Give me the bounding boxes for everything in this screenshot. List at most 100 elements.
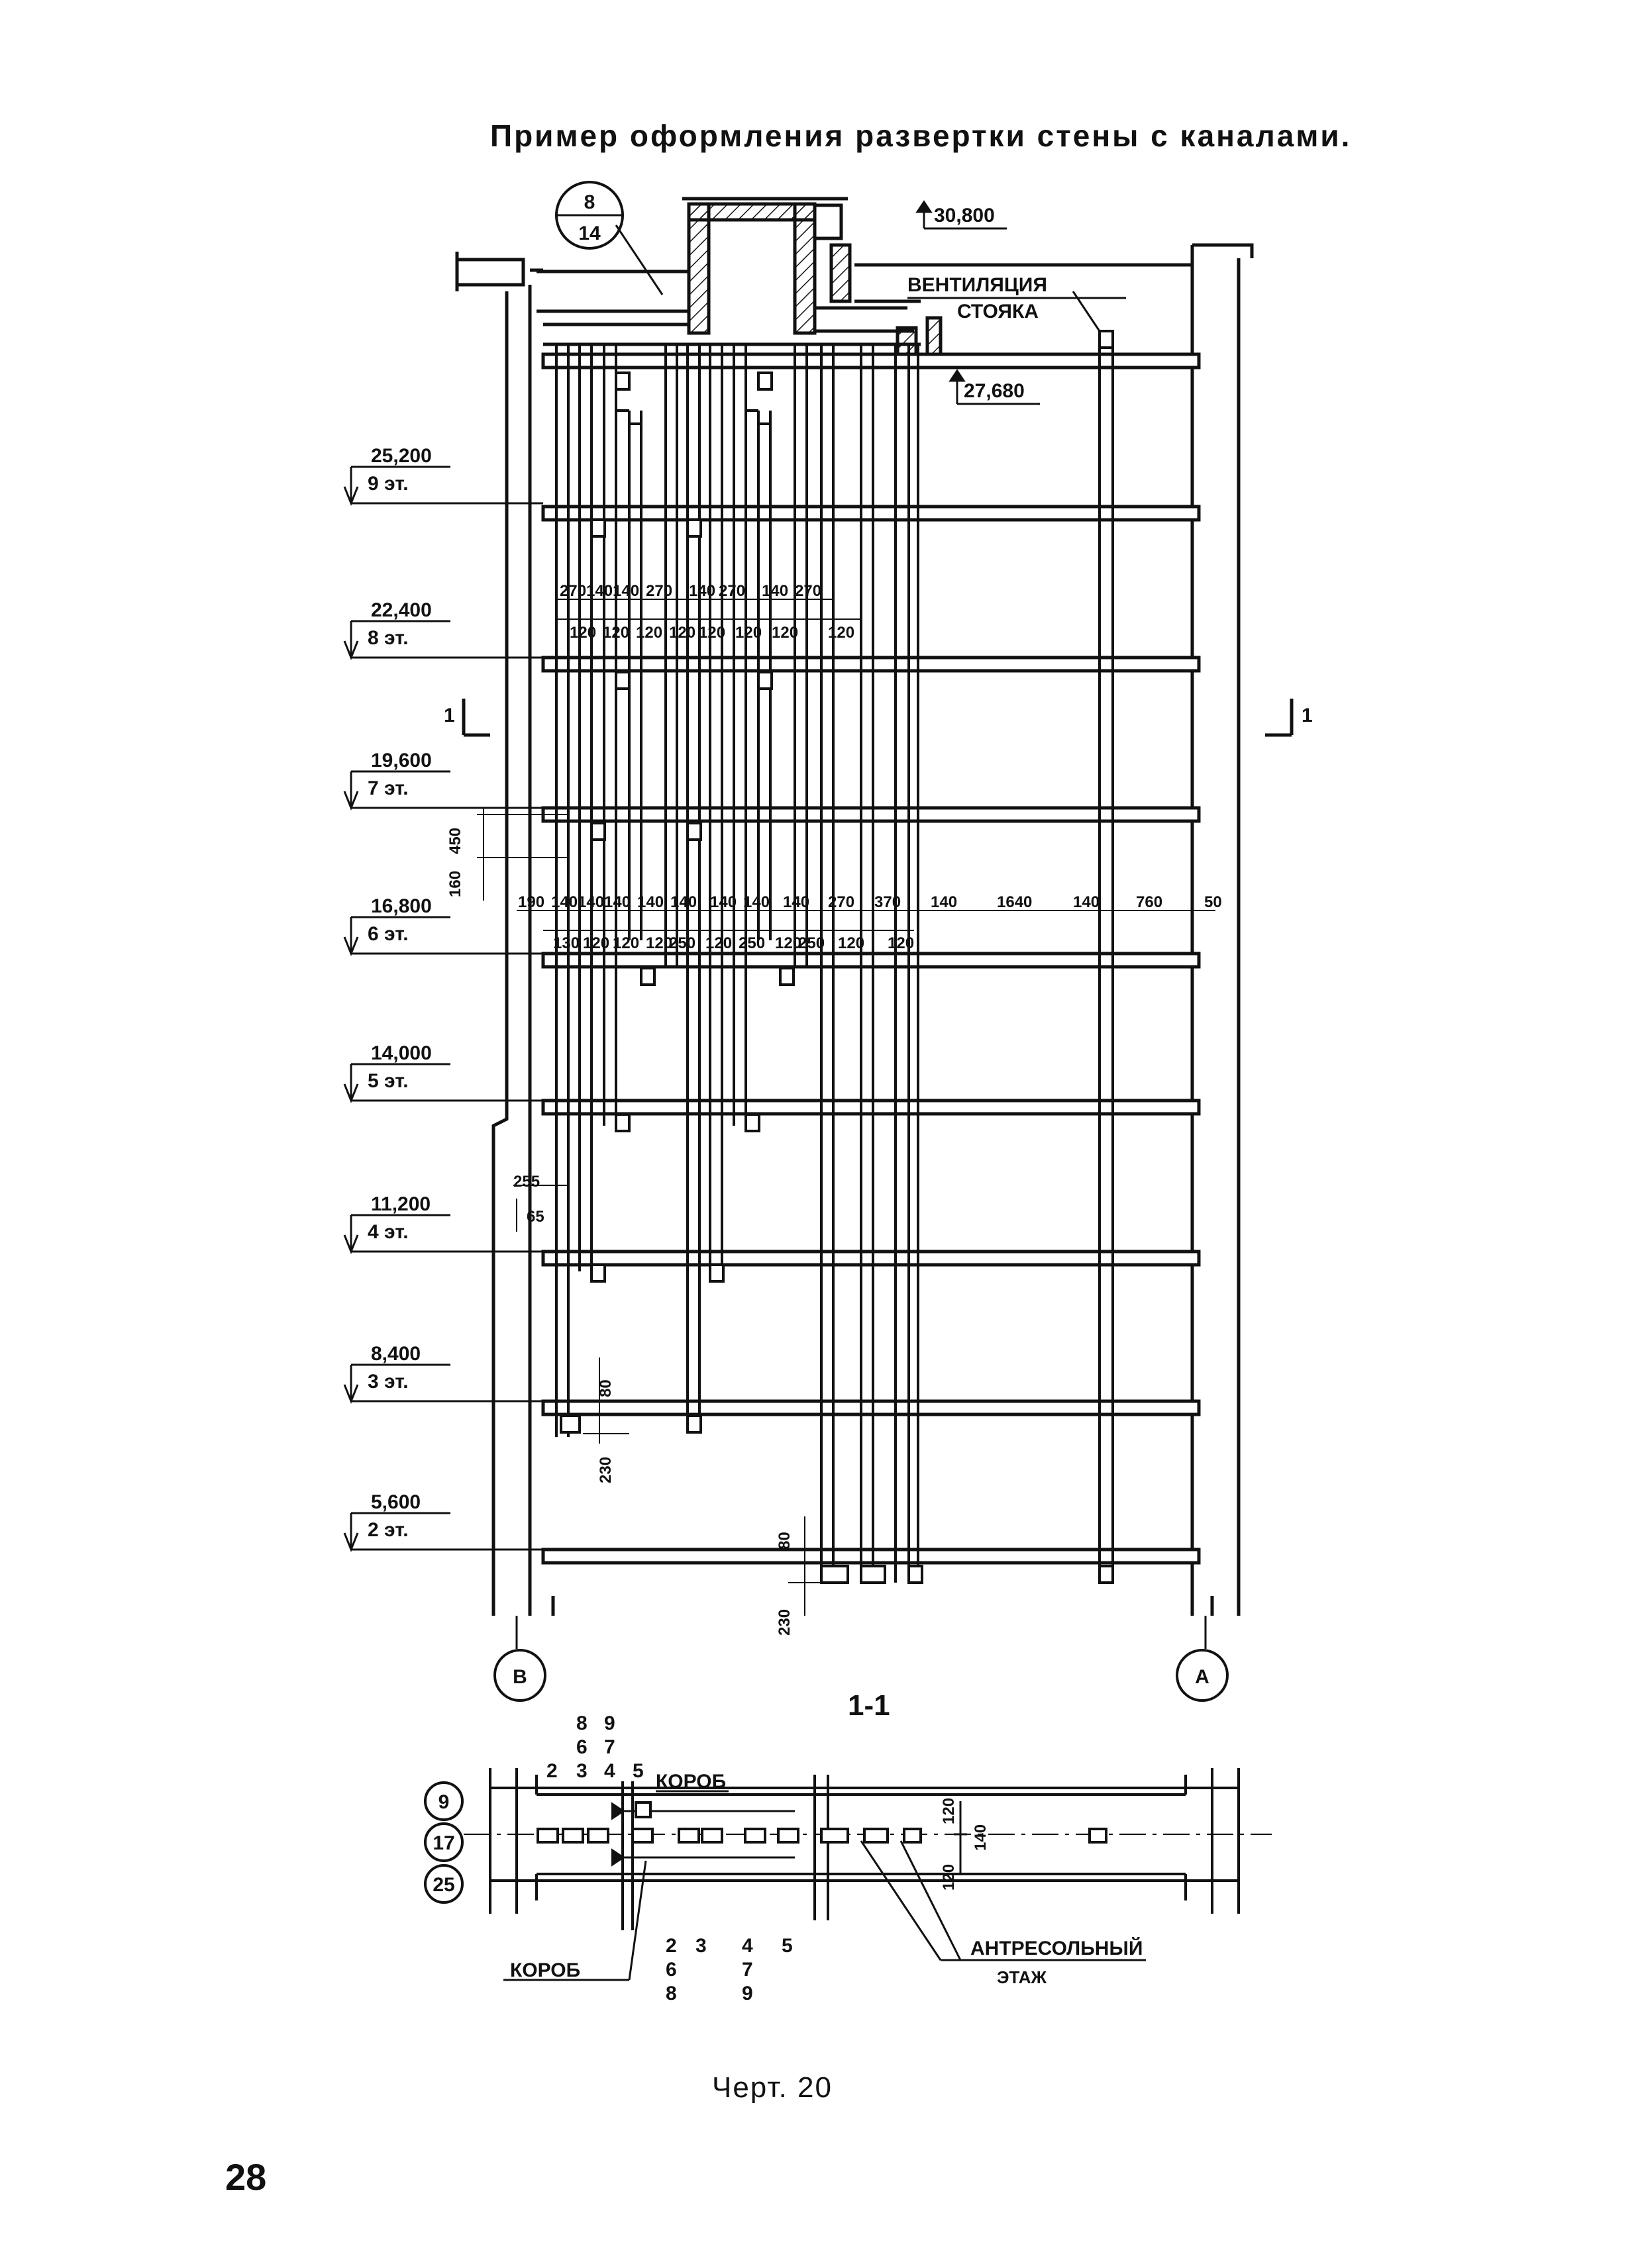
plan-num: 7 [604,1736,615,1758]
level-mark: 8,400 [371,1343,421,1365]
level-floor: 6 эт. [368,923,409,945]
dim-value: 120 [705,934,732,952]
dim-value: 120 [613,934,639,952]
mezzanine-label-1: АНТРЕСОЛЬНЫЙ [970,1937,1143,1959]
top-level-marks [907,200,1126,405]
dim-value: 140 [710,893,737,911]
dim-value: 120 [735,624,762,642]
node-callout-bottom: 14 [578,222,601,244]
level-mark-texts: 25,200 9 эт. 22,400 8 эт. 19,600 7 эт. 1… [368,445,432,1541]
plan-num: 4 [742,1935,753,1957]
dim-value: 120 [775,934,801,952]
ventilation-label-2: СТОЯКА [957,301,1039,322]
level-marks [343,466,450,1553]
dim-value: 80 [776,1532,794,1550]
figure-caption: Черт. 20 [712,2071,833,2104]
dim-value: 140 [551,893,578,911]
plan-num: 7 [742,1959,753,1981]
korob-label-bottom: КОРОБ [510,1959,580,1981]
section-mark-right: 1 [1302,705,1313,726]
dim-value: 230 [597,1457,615,1483]
dim-value: 120 [699,624,725,642]
plan-num: 3 [576,1760,588,1782]
page-number: 28 [225,2156,267,2198]
dim-value: 160 [446,871,464,897]
plan-num: 4 [604,1760,615,1782]
level-mark: 16,800 [371,895,432,917]
dim-value: 120 [669,624,695,642]
dim-value: 120 [636,624,662,642]
dim-value: 270 [646,582,672,600]
dim-value: 255 [513,1173,540,1191]
channel-inlets [560,330,1114,1584]
dim-value: 140 [578,893,604,911]
dims-mid-bottom: 130 120 120 120 250 120 250 120 250 120 … [553,934,914,952]
dim-value: 130 [553,934,580,952]
dim-value: 140 [972,1824,990,1851]
dim-value: 140 [743,893,770,911]
dim-value: 140 [762,582,788,600]
dim-value: 270 [828,893,854,911]
plan-channels [537,1801,1107,1867]
dim-value: 370 [874,893,901,911]
plan-num: 8 [576,1712,588,1734]
dim-value: 270 [719,582,745,600]
dim-value: 80 [597,1379,615,1397]
dims-mid-top: 190 140 140 140 140 140 140 140 140 270 … [518,893,1222,911]
level-mark: 11,200 [371,1193,431,1215]
korob-label-top: КОРОБ [656,1771,726,1793]
dim-value: 760 [1136,893,1162,911]
level-floor: 8 эт. [368,627,409,649]
dim-value: 120 [646,934,672,952]
dim-value: 140 [689,582,715,600]
level-mark: 14,000 [371,1042,432,1064]
dim-value: 140 [613,582,639,600]
dim-value: 120 [838,934,864,952]
dim-value: 140 [586,582,613,600]
plan-circle-label: 25 [433,1874,454,1896]
level-mark: 5,600 [371,1491,421,1513]
section-mark-left: 1 [444,705,455,726]
plan-numbers: 8 9 6 7 2 3 4 5 2 3 4 5 6 7 8 9 [546,1712,793,2004]
section-title: 1-1 [848,1689,890,1722]
dim-value: 120 [888,934,914,952]
plan-leaders [503,1790,1146,1981]
plan-num: 5 [633,1760,644,1782]
mark-roof: 27,680 [964,380,1025,402]
plan-num: 2 [546,1760,558,1782]
dim-value: 140 [670,893,697,911]
node-callout: 8 14 [555,181,664,295]
level-floor: 4 эт. [368,1221,409,1243]
level-lines [351,502,543,1551]
dim-value: 120 [940,1864,958,1891]
ventilation-label-1: ВЕНТИЛЯЦИЯ [907,274,1047,296]
plan-num: 5 [782,1935,793,1957]
plan-circles: 9 17 25 [424,1781,464,1904]
level-mark: 22,400 [371,599,432,621]
dim-value: 140 [783,893,809,911]
dim-value: 120 [828,624,854,642]
dims-upper-bottom: 120 120 120 120 120 120 120 120 [570,624,854,642]
dim-value: 190 [518,893,544,911]
plan-num: 8 [666,1983,677,2004]
dim-value: 140 [604,893,631,911]
level-mark: 25,200 [371,445,432,467]
dim-value: 140 [637,893,664,911]
level-floor: 2 эт. [368,1519,409,1541]
dimension-lines [517,599,1215,931]
level-floor: 9 эт. [368,473,409,495]
mark-top: 30,800 [934,205,995,226]
dim-value: 270 [795,582,821,600]
dim-value: 120 [603,624,629,642]
plan-num: 9 [604,1712,615,1734]
plan-num: 6 [666,1959,677,1981]
dim-value: 120 [940,1798,958,1824]
dim-value: 230 [776,1609,794,1636]
plan-circle-label: 9 [438,1791,450,1813]
mezzanine-label-2: ЭТАЖ [997,1967,1047,1987]
level-mark: 19,600 [371,750,432,771]
plan-num: 6 [576,1736,588,1758]
dim-value: 140 [931,893,957,911]
dim-value: 450 [446,828,464,854]
section-mark-lines [462,699,1294,737]
